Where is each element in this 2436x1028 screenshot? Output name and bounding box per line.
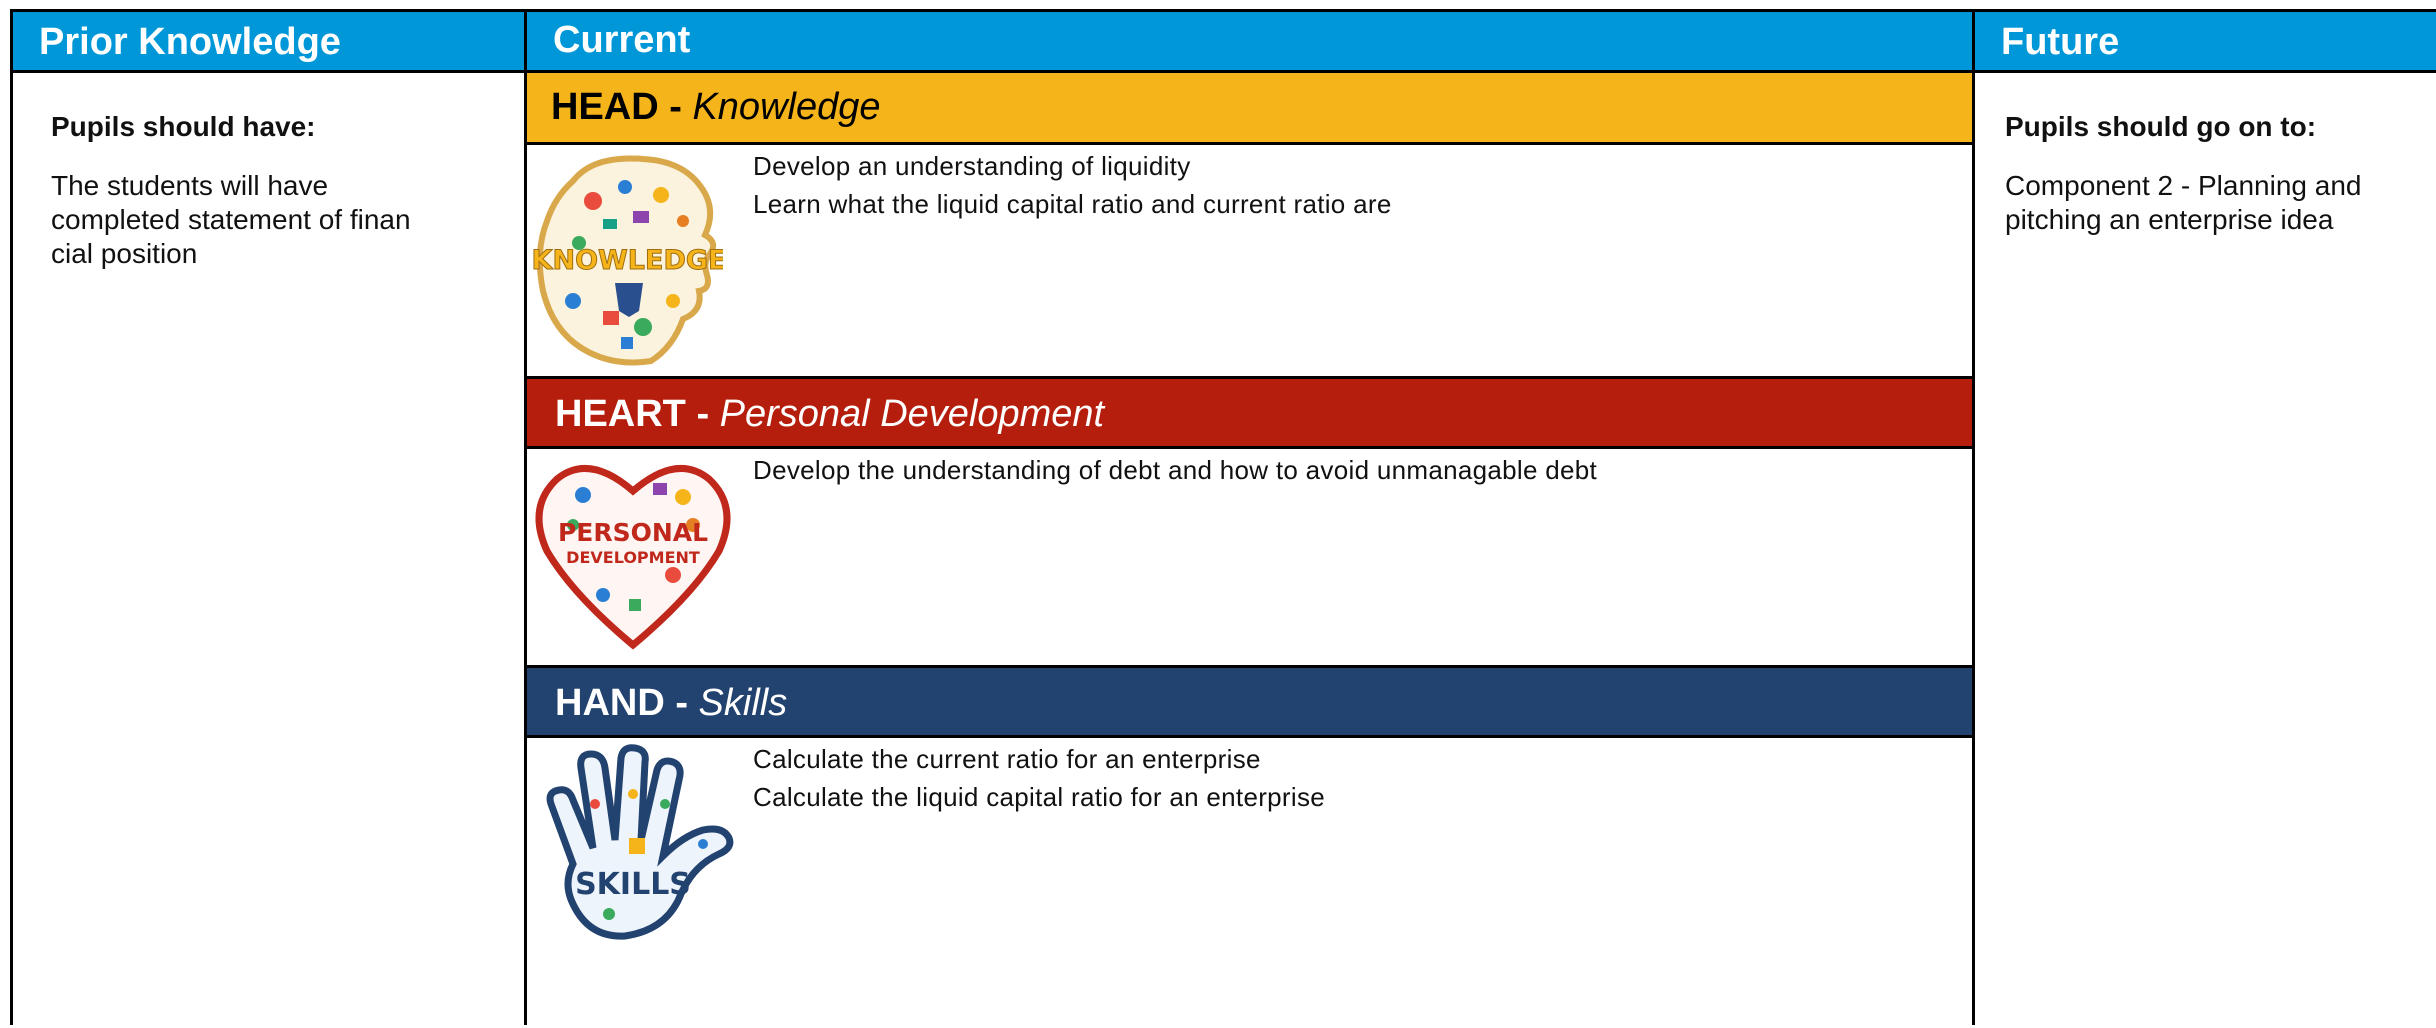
- hand-band: HAND - Skills: [527, 665, 1972, 738]
- prior-knowledge-column: Prior Knowledge Pupils should have: The …: [13, 12, 527, 1025]
- heart-lines: Develop the understanding of debt and ho…: [753, 451, 1597, 489]
- heart-section: PERSONAL DEVELOPMENT Develop the underst…: [527, 449, 1972, 665]
- heart-label: HEART -: [555, 393, 720, 435]
- prior-text-line: completed statement of finan: [51, 204, 411, 235]
- hand-label-italic: Skills: [698, 682, 788, 724]
- head-band: HEAD - Knowledge: [527, 73, 1972, 145]
- future-subtitle: Pupils should go on to:: [2005, 111, 2317, 142]
- current-column: Current HEAD - Knowledge KNOWLEDGE Devel…: [527, 12, 1975, 1025]
- future-column: Future Pupils should go on to: Component…: [1975, 12, 2436, 1025]
- prior-text-line: cial position: [51, 238, 198, 269]
- hand-section: SKILLS Calculate the current ratio for a…: [527, 738, 1972, 1028]
- current-header: Current: [527, 12, 1972, 73]
- skills-badge-text: SKILLS: [575, 867, 691, 902]
- heart-badge-text-2: DEVELOPMENT: [566, 548, 700, 567]
- head-label: HEAD -: [551, 86, 693, 128]
- heart-line: Develop the understanding of debt and ho…: [753, 455, 1598, 485]
- personal-development-heart-icon: PERSONAL DEVELOPMENT: [535, 464, 731, 650]
- head-section: KNOWLEDGE Develop an understanding of li…: [527, 145, 1972, 376]
- prior-knowledge-header: Prior Knowledge: [13, 12, 524, 73]
- hand-line: Calculate the liquid capital ratio for a…: [753, 782, 1326, 812]
- heart-band: HEART - Personal Development: [527, 376, 1972, 449]
- skills-hand-icon: SKILLS: [546, 744, 734, 940]
- future-text: Component 2 - Planning and pitching an e…: [2005, 169, 2436, 237]
- future-text-line: pitching an enterprise idea: [2005, 204, 2334, 235]
- future-text-line: Component 2 - Planning and: [2005, 170, 2362, 201]
- knowledge-head-icon: KNOWLEDGE: [533, 155, 723, 366]
- hand-line: Calculate the current ratio for an enter…: [753, 744, 1261, 774]
- future-header: Future: [1975, 12, 2436, 73]
- heart-label-italic: Personal Development: [719, 393, 1105, 435]
- prior-subtitle: Pupils should have:: [51, 111, 316, 142]
- prior-text-line: The students will have: [51, 170, 329, 201]
- hand-label: HAND -: [555, 682, 699, 724]
- head-line: Learn what the liquid capital ratio and …: [753, 189, 1392, 219]
- curriculum-grid: Prior Knowledge Pupils should have: The …: [10, 9, 2436, 1025]
- hand-lines: Calculate the current ratio for an enter…: [753, 740, 1325, 816]
- knowledge-badge-text: KNOWLEDGE: [533, 245, 723, 276]
- head-label-italic: Knowledge: [692, 86, 881, 128]
- head-lines: Develop an understanding of liquidity Le…: [753, 147, 1392, 223]
- future-body: Pupils should go on to: Component 2 - Pl…: [1975, 73, 2436, 237]
- head-line: Develop an understanding of liquidity: [753, 151, 1191, 181]
- heart-badge-text-1: PERSONAL: [558, 518, 708, 547]
- prior-knowledge-body: Pupils should have: The students will ha…: [13, 73, 524, 271]
- prior-text: The students will have completed stateme…: [51, 169, 524, 271]
